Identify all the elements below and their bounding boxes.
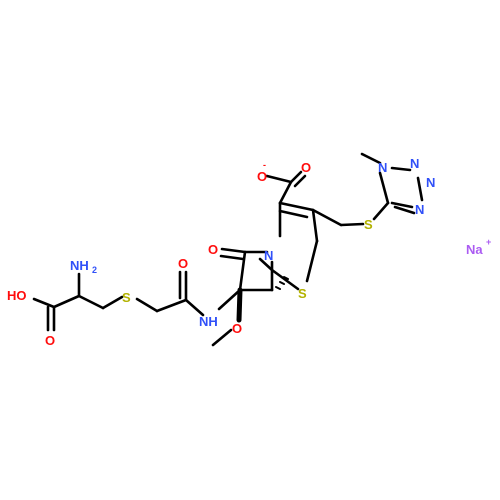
atom-o-carboxylate: O (257, 169, 267, 184)
bond-tet-c-n4-double (393, 205, 416, 215)
hash-1 (275, 286, 281, 290)
bond-c4-s (305, 239, 319, 283)
bond-tet-n2-n3 (416, 176, 424, 202)
bond-c2-carboxyl (278, 180, 293, 205)
bond-c-oh (32, 297, 56, 309)
bond-co-ch2 (155, 298, 188, 313)
hash-3 (283, 276, 289, 280)
atom-n-tetrazole-1: N (378, 160, 387, 175)
bond-s-tetrazole-c (372, 201, 390, 221)
bond-ch2-s (339, 222, 365, 227)
bond-c3-ch2 (311, 208, 343, 227)
bond-tet-n1-n2 (390, 166, 412, 172)
bond-nh-co (184, 298, 205, 317)
atom-s-thioether-side: S (364, 217, 373, 232)
atom-n-tetrazole-4: N (415, 202, 424, 217)
bond-o-methyl (211, 328, 233, 347)
bond-s-c6 (270, 268, 300, 291)
atom-o-beta-lactam: O (208, 242, 218, 257)
atom-o-amide: O (178, 256, 188, 271)
atom-o-carboxyl-upper: O (301, 160, 311, 175)
bond-c8-o-a (220, 247, 247, 254)
bond-c8-o-b (219, 254, 245, 261)
bond-s-ch2-left (101, 295, 124, 310)
atom-ho-acid: HO (7, 288, 27, 303)
bond-carboxyl-o-double-a (289, 170, 303, 184)
bond-tet-n3-n4 (390, 201, 414, 209)
bond-c2-c3-a (278, 201, 315, 212)
bonds (32, 152, 424, 347)
bond-c8-c7 (238, 250, 247, 292)
atom-n-tetrazole-2: N (410, 156, 419, 171)
bond-carboxyl-o-minus (265, 174, 293, 184)
bond-ch2-s-left (135, 297, 159, 313)
atom-na: Na (466, 242, 483, 257)
bond-c2-c3-b (278, 209, 309, 219)
bond-tet-n1-methyl (360, 152, 382, 165)
bond-tet-c-n1 (378, 171, 390, 205)
bond-c6-n (258, 257, 274, 272)
atom-nh2-subscript: 2 (92, 265, 97, 275)
bond-c7-nh (217, 288, 242, 311)
atom-n-beta-lactam: N (264, 248, 273, 263)
bond-c3-c4 (311, 208, 319, 243)
hash-2 (279, 281, 285, 285)
bond-carboxyl-o-double-b (293, 174, 307, 188)
atom-o-acid-carbonyl: O (45, 333, 55, 348)
bond-alpha-cooh (52, 294, 81, 309)
atom-o-methoxy: O (232, 321, 242, 336)
atom-s-thiazine: S (298, 286, 307, 301)
atom-n-tetrazole-3: N (426, 175, 435, 190)
charge-na: + (486, 237, 491, 247)
bond-c7-ome-wedge (236, 287, 243, 323)
atom-nh2: NH (70, 258, 89, 273)
atom-nh-amide: NH (199, 314, 218, 329)
atom-s-thioether-left: S (122, 290, 131, 305)
atom-labels: O - O O N S S N N N N Na + NH O O S NH 2… (7, 156, 491, 348)
bond-ch2-alpha (77, 294, 105, 310)
charge-o-carboxylate: - (263, 160, 266, 170)
